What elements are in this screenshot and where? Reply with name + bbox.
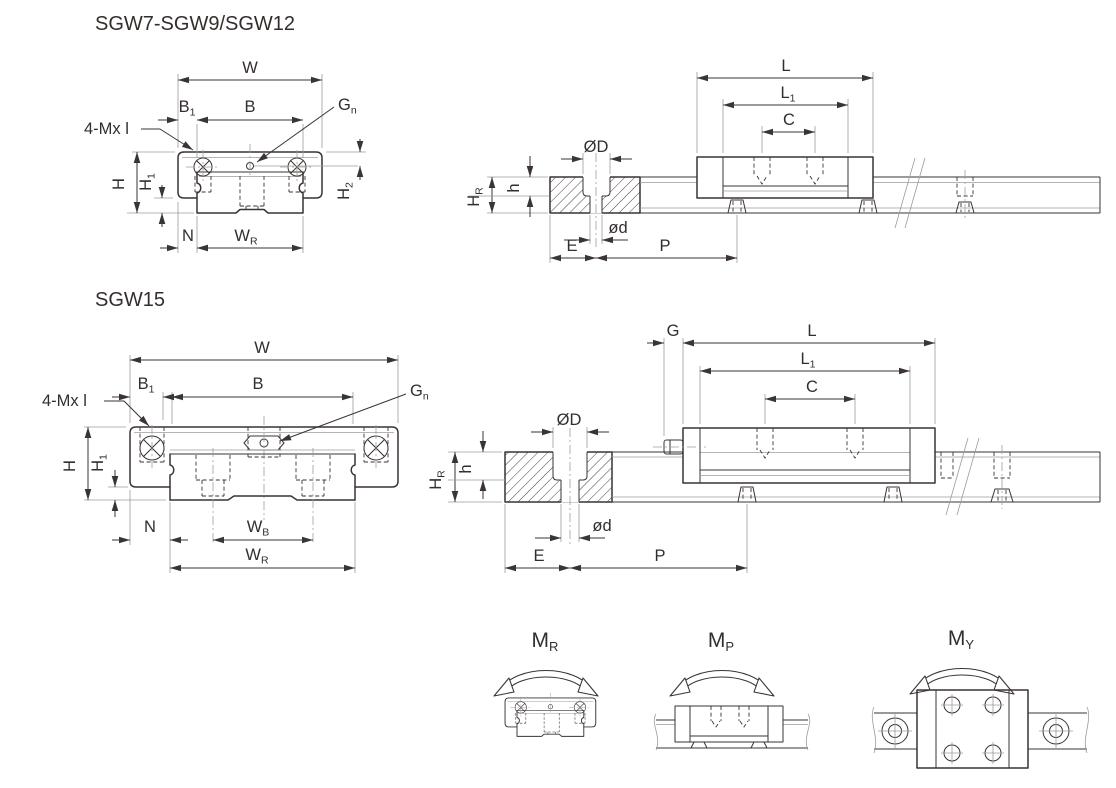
dim-label-b1: B1 — [179, 98, 196, 119]
sgw15-front-view: W B1 B Gn 4-Mx l H H1 — [42, 339, 429, 573]
dim-label-hr: HR — [427, 470, 448, 490]
dim-label-c: C — [783, 111, 795, 129]
dim-label-hh: h — [505, 183, 523, 192]
dim-label-od-small: ød — [608, 219, 627, 237]
moment-label-mr: MR — [532, 629, 559, 654]
dim-label-n: N — [182, 227, 194, 245]
moment-mp: MP — [653, 629, 811, 751]
dim-label-l: L — [807, 322, 816, 340]
dim-label-wr: WR — [245, 546, 269, 567]
moment-label-my: MY — [948, 627, 975, 652]
mini-side-view — [653, 705, 811, 751]
dim-label-mxl: 4-Mx l — [42, 392, 87, 410]
grease-nipple — [243, 416, 285, 520]
rotation-arrow-icon — [669, 670, 775, 697]
dim-label-b: B — [244, 98, 255, 116]
sgw15-side-dimensions: G L L1 C ØD HR — [427, 322, 936, 573]
bolt-hole-icon — [941, 742, 963, 764]
dim-label-b: B — [252, 375, 263, 393]
moment-mr: MR — [493, 629, 599, 737]
sgw7-side-dimensions: L L1 C ØD HR h — [465, 57, 874, 263]
break-line — [894, 157, 916, 229]
sgw7-side-part — [549, 153, 1101, 250]
dim-label-h2: H2 — [335, 182, 356, 200]
dim-label-wr: WR — [234, 227, 258, 248]
bolt-hole-icon — [941, 694, 963, 716]
screw-hole-hidden — [753, 157, 771, 185]
screw-hole-hidden — [756, 428, 774, 459]
dim-label-od-cap: ØD — [557, 411, 582, 429]
dim-label-p: P — [659, 237, 670, 255]
dim-label-l1: L1 — [780, 84, 795, 105]
dim-label-e: E — [533, 547, 544, 565]
dim-label-h1: H1 — [137, 173, 158, 191]
grease-nipple — [653, 439, 706, 455]
dim-label-p: P — [654, 547, 665, 565]
dim-label-n: N — [144, 518, 156, 536]
sgw7-front-dimensions: W B1 B Gn 4-Mx l H H1 — [84, 59, 366, 253]
moment-label-mp: MP — [708, 629, 734, 654]
moment-diagrams: MR MP — [493, 627, 1090, 769]
dim-label-hh: h — [457, 464, 475, 473]
dim-label-mxl: 4-Mx l — [84, 120, 129, 138]
sgw15-side-view: G L L1 C ØD HR — [427, 322, 1101, 573]
dim-label-h1: H1 — [89, 454, 110, 472]
dim-label-e: E — [566, 237, 577, 255]
screw-hole-hidden — [846, 428, 864, 459]
sgw15-front-part — [129, 416, 399, 545]
screw-icon — [363, 425, 389, 468]
section-title-sgw7: SGW7-SGW9/SGW12 — [95, 13, 295, 35]
break-line — [904, 157, 926, 229]
dim-label-l: L — [781, 57, 790, 75]
dim-label-w: W — [254, 339, 270, 357]
sgw15-front-dimensions: W B1 B Gn 4-Mx l H H1 — [42, 339, 429, 573]
carriage-block — [682, 427, 936, 484]
break-line — [945, 437, 969, 516]
dim-label-h: H — [110, 178, 128, 190]
dim-label-gn: Gn — [338, 96, 357, 117]
dim-label-c: C — [806, 378, 818, 396]
sgw7-side-view: L L1 C ØD HR h — [465, 57, 1101, 263]
section-title-sgw15: SGW15 — [95, 289, 165, 311]
bolt-hole-icon — [982, 742, 1004, 764]
bolt-hole-icon — [982, 694, 1004, 716]
moment-my: MY — [871, 627, 1090, 769]
sgw15-side-part — [504, 427, 1101, 547]
carriage-block — [696, 156, 874, 199]
dim-label-hr: HR — [465, 187, 486, 207]
rotation-arrow-icon — [493, 670, 599, 697]
dim-label-g: G — [667, 322, 680, 340]
dim-label-wb: WB — [247, 518, 270, 539]
mini-top-view — [871, 689, 1090, 769]
screw-icon — [139, 425, 165, 468]
dim-label-b1: B1 — [138, 375, 155, 396]
break-line — [956, 437, 980, 516]
dim-label-h: H — [61, 460, 79, 472]
dim-label-od-cap: ØD — [584, 138, 609, 156]
sgw7-front-view: W B1 B Gn 4-Mx l H H1 — [84, 59, 366, 253]
sgw7-front-part — [177, 144, 323, 214]
mini-front-view — [504, 692, 597, 737]
dim-label-l1: L1 — [800, 350, 815, 371]
dim-label-od-small: ød — [592, 517, 611, 535]
dim-label-gn: Gn — [410, 382, 429, 403]
screw-hole-hidden — [806, 157, 824, 185]
dim-label-w: W — [242, 59, 258, 77]
